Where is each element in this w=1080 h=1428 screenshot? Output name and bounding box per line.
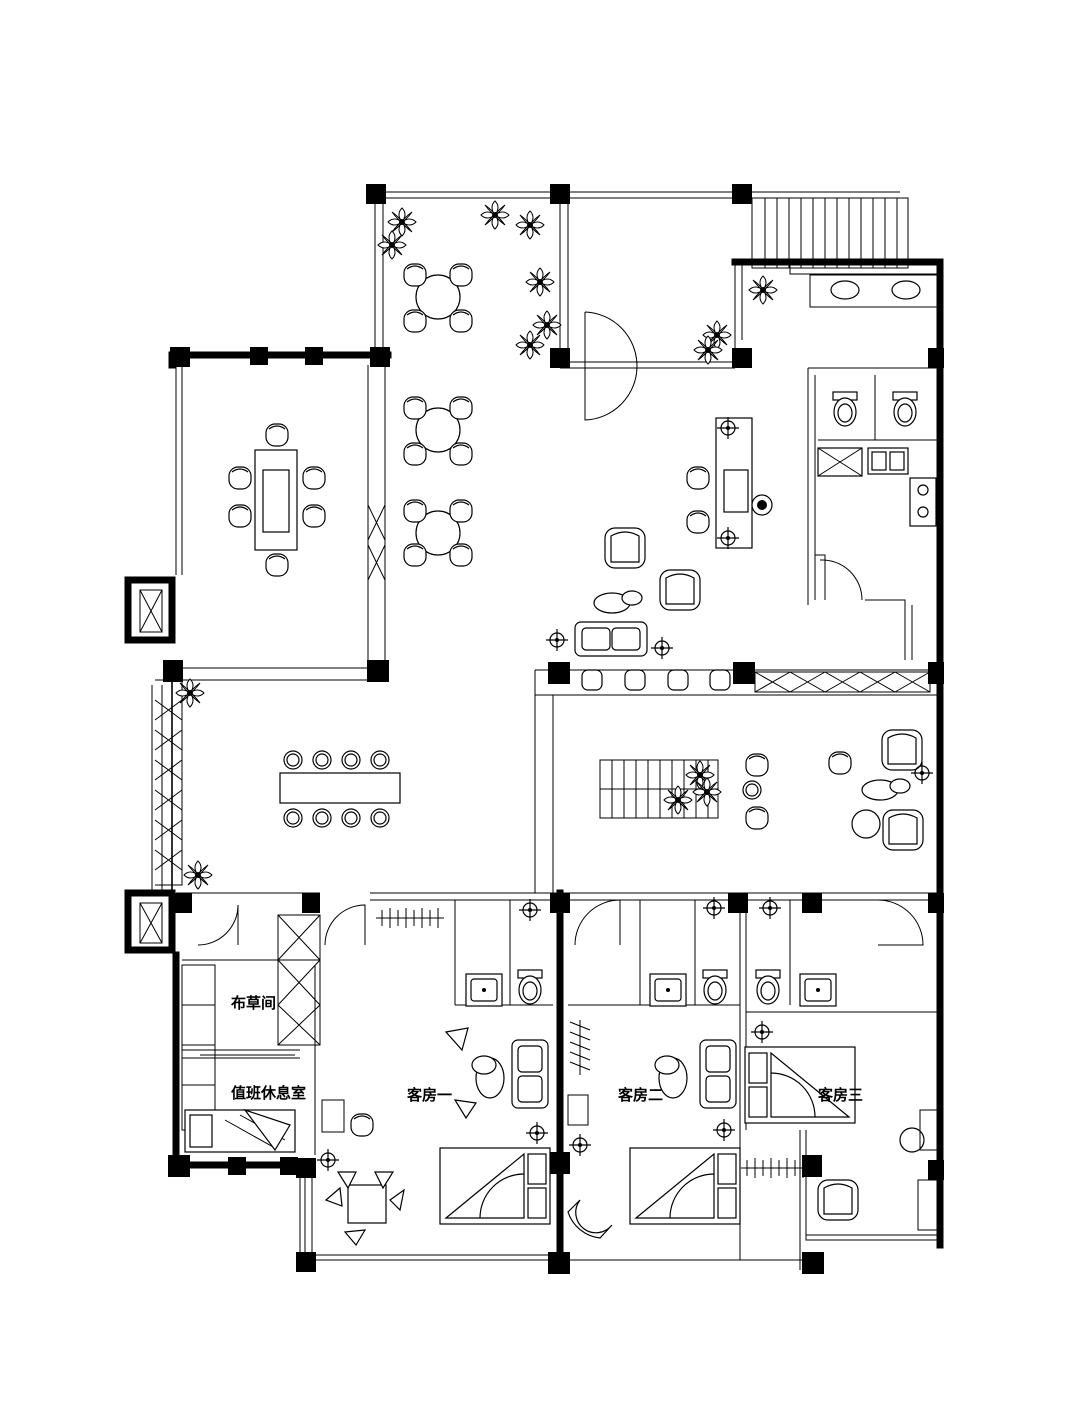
room-label-guest-2: 客房二 [617,1086,663,1104]
lounge-right [742,729,934,851]
dining-table [228,423,326,577]
reception-desk [686,416,773,550]
top-stair [751,197,909,269]
room-label-duty: 值班休息室 [231,1084,306,1102]
columns [163,184,944,1274]
long-table [279,750,401,828]
guest-room-3-furniture [740,896,939,1231]
room-label-guest-3: 客房三 [817,1086,863,1104]
room-labels: 布草间 值班休息室 客房一 客房二 客房三 [231,994,863,1104]
room-label-linen: 布草间 [231,994,276,1012]
guest-room-1-furniture [316,898,551,1247]
interior-stair [599,759,719,819]
room-label-guest-1: 客房一 [406,1086,452,1104]
wet-area [789,261,939,527]
lounge-seating [545,527,701,660]
doors [197,311,924,1056]
round-table-set [403,263,473,567]
bar-stools [581,669,731,691]
guest-room-2-furniture [567,896,741,1239]
top-stair-treads [764,198,898,268]
duty-room-furniture [184,1108,296,1153]
